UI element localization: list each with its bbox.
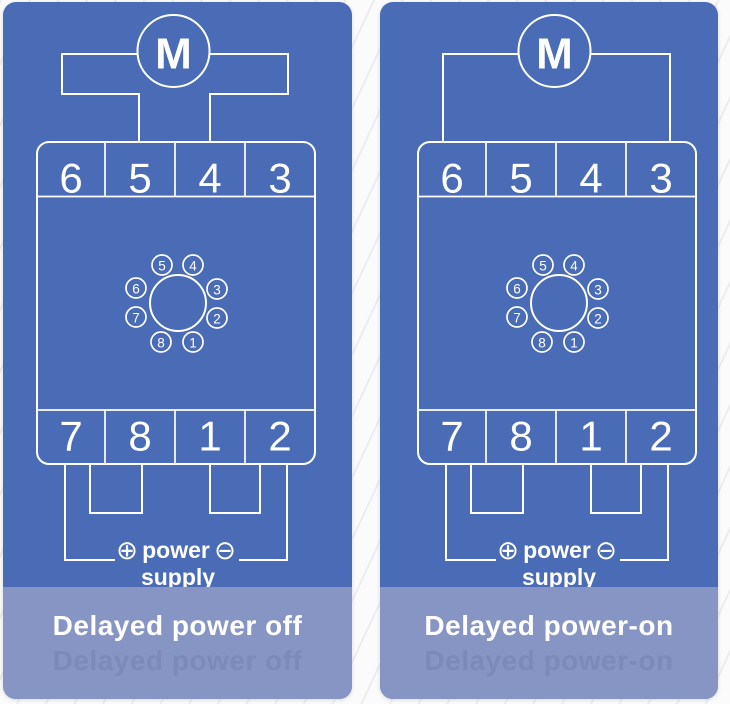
jumper-loop-right <box>209 464 261 514</box>
pin-circle-6 <box>125 277 147 299</box>
pin-circle-3 <box>206 278 228 300</box>
motor-wire-right <box>209 53 289 143</box>
wiring-diagram-delayed-power-on: M 6 5 4 3 5 4 6 3 7 2 8 1 <box>417 14 697 587</box>
pin-circle-7 <box>506 306 528 328</box>
supply-label: supply <box>141 564 215 587</box>
terminal-label-4: 4 <box>198 155 221 202</box>
terminal-label-8: 8 <box>509 413 532 460</box>
terminal-label-2: 2 <box>649 413 672 460</box>
terminal-label-8: 8 <box>128 413 151 460</box>
panel-delayed-power-off: M 6 5 4 3 5 4 6 3 7 2 8 1 <box>3 2 352 699</box>
socket-circle <box>530 274 588 332</box>
terminal-label-6: 6 <box>440 155 463 202</box>
relay-outline <box>417 141 697 465</box>
pin-label: 6 <box>513 282 521 297</box>
pin-label: 4 <box>189 259 197 274</box>
socket-pins: 5 4 6 3 7 2 8 1 <box>506 254 609 353</box>
pin-label: 8 <box>157 336 165 351</box>
plus-circle-icon: ⊕ <box>497 536 519 566</box>
relay-outline <box>36 141 316 465</box>
plus-circle-icon: ⊕ <box>116 536 138 566</box>
pin-circle-4 <box>182 254 204 276</box>
pin-circle-1 <box>182 331 204 353</box>
minus-circle-icon: ⊖ <box>214 536 236 566</box>
power-label: power <box>523 537 591 563</box>
power-wire-positive <box>445 464 496 561</box>
pin-circle-8 <box>150 331 172 353</box>
wiring-diagram-delayed-power-off: M 6 5 4 3 5 4 6 3 7 2 8 1 <box>36 14 316 587</box>
terminal-label-7: 7 <box>59 413 82 460</box>
motor-label: M <box>536 30 573 79</box>
pin-circle-2 <box>587 307 609 329</box>
pin-circle-7 <box>125 306 147 328</box>
pin-circle-2 <box>206 307 228 329</box>
supply-label: supply <box>522 564 596 587</box>
caption-band: Delayed power off Delayed power off <box>3 587 352 699</box>
terminal-label-7: 7 <box>440 413 463 460</box>
caption-band: Delayed power-on Delayed power-on <box>380 587 718 699</box>
pin-circle-1 <box>563 331 585 353</box>
terminal-label-5: 5 <box>128 155 151 202</box>
pin-label: 7 <box>132 311 140 326</box>
power-wire-negative <box>620 464 669 561</box>
pin-label: 5 <box>539 259 547 274</box>
pin-label: 6 <box>132 282 140 297</box>
panel-caption-ghost: Delayed power off <box>52 645 303 676</box>
minus-circle-icon: ⊖ <box>595 536 617 566</box>
power-wire-positive <box>64 464 115 561</box>
socket-circle <box>149 274 207 332</box>
pin-label: 3 <box>594 283 602 298</box>
bottom-terminal-dividers <box>104 410 246 464</box>
jumper-loop-left <box>89 464 143 514</box>
pin-label: 2 <box>213 312 221 327</box>
socket-pins: 5 4 6 3 7 2 8 1 <box>125 254 228 353</box>
motor-wire-left <box>61 53 140 143</box>
bottom-terminal-dividers <box>485 410 627 464</box>
top-terminal-dividers <box>104 142 246 197</box>
power-wire-negative <box>239 464 288 561</box>
pin-label: 1 <box>189 336 197 351</box>
pin-circle-5 <box>151 254 173 276</box>
pin-circle-6 <box>506 277 528 299</box>
pin-circle-4 <box>563 254 585 276</box>
pin-label: 2 <box>594 312 602 327</box>
pin-label: 7 <box>513 311 521 326</box>
motor-circle <box>136 14 211 88</box>
panel-caption: Delayed power-on <box>424 610 674 641</box>
pin-label: 4 <box>570 259 578 274</box>
panel-caption: Delayed power off <box>52 610 303 641</box>
pin-circle-3 <box>587 278 609 300</box>
panel-delayed-power-on: M 6 5 4 3 5 4 6 3 7 2 8 1 <box>380 2 718 699</box>
terminal-label-4: 4 <box>579 155 602 202</box>
motor-circle <box>517 14 592 88</box>
terminal-label-6: 6 <box>59 155 82 202</box>
terminal-label-3: 3 <box>649 155 672 202</box>
pin-circle-8 <box>531 331 553 353</box>
pin-label: 1 <box>570 336 578 351</box>
jumper-loop-right <box>590 464 642 514</box>
panel-caption-ghost: Delayed power-on <box>424 645 674 676</box>
top-terminal-dividers <box>485 142 627 197</box>
power-label: power <box>142 537 210 563</box>
pin-label: 3 <box>213 283 221 298</box>
pin-label: 5 <box>158 259 166 274</box>
terminal-label-1: 1 <box>579 413 602 460</box>
terminal-label-3: 3 <box>268 155 291 202</box>
motor-wire-right <box>590 53 671 143</box>
pin-circle-5 <box>532 254 554 276</box>
pin-label: 8 <box>538 336 546 351</box>
motor-label: M <box>155 30 192 79</box>
motor-wire-left <box>442 53 519 143</box>
terminal-label-2: 2 <box>268 413 291 460</box>
jumper-loop-left <box>470 464 524 514</box>
terminal-label-1: 1 <box>198 413 221 460</box>
terminal-label-5: 5 <box>509 155 532 202</box>
